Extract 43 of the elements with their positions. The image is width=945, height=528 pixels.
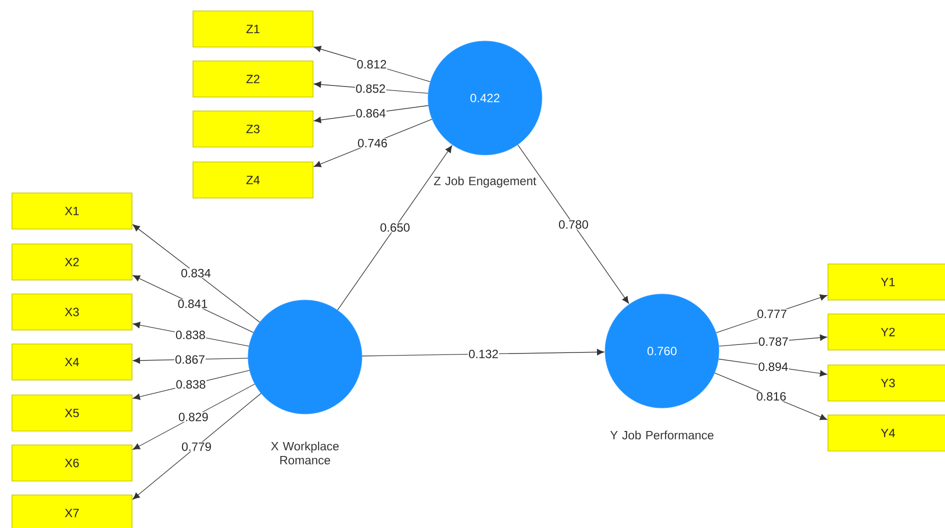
construct-label: Z Job Engagement	[434, 176, 536, 188]
indicator-box: Y4	[828, 414, 945, 452]
indicator-box: X6	[12, 444, 132, 482]
indicator-box: Z2	[192, 60, 314, 98]
arrow	[132, 384, 256, 450]
edge-label: 0.864	[355, 108, 386, 118]
edge-label: 0.777	[756, 309, 788, 319]
indicator-box: X2	[12, 244, 132, 280]
indicator-box: Z3	[192, 110, 314, 148]
arrow	[362, 348, 604, 356]
indicator-box: Y1	[828, 264, 945, 300]
edge-label: 0.838	[174, 330, 206, 340]
arrow	[517, 144, 629, 304]
indicator-box: X4	[12, 344, 132, 380]
edge-label: 0.841	[177, 298, 208, 309]
edge-label: 0.812	[356, 59, 388, 70]
edge-label: 0.852	[355, 84, 386, 94]
indicator-box: X3	[12, 294, 132, 330]
edge-label: 0.829	[178, 412, 210, 422]
edge-label: 0.132	[468, 349, 500, 359]
edge-label: 0.650	[379, 222, 411, 232]
edge-label: 0.894	[758, 362, 789, 372]
edge-label: 0.838	[175, 380, 206, 390]
edge-label: 0.867	[174, 354, 206, 364]
indicator-box: X1	[12, 192, 132, 230]
edge-label: 0.779	[180, 442, 212, 452]
indicator-box: X7	[12, 494, 132, 528]
arrow	[132, 224, 260, 323]
indicator-box: Y3	[828, 364, 945, 402]
edge-label: 0.834	[180, 268, 212, 278]
indicator-box: Z1	[192, 10, 314, 48]
edge-label: 0.787	[758, 336, 790, 346]
edge-label: 0.816	[756, 392, 787, 402]
indicator-box: X5	[12, 394, 132, 432]
construct-label: X Workplace Romance	[271, 442, 339, 464]
construct-circle	[248, 300, 362, 414]
edge-label: 0.746	[356, 138, 388, 148]
arrow	[337, 145, 452, 311]
edge-label: 0.780	[558, 220, 590, 230]
indicator-box: Z4	[192, 162, 314, 198]
construct-label: Y Job Performance	[610, 430, 714, 440]
arrow	[132, 392, 262, 500]
indicator-box: Y2	[828, 314, 945, 350]
